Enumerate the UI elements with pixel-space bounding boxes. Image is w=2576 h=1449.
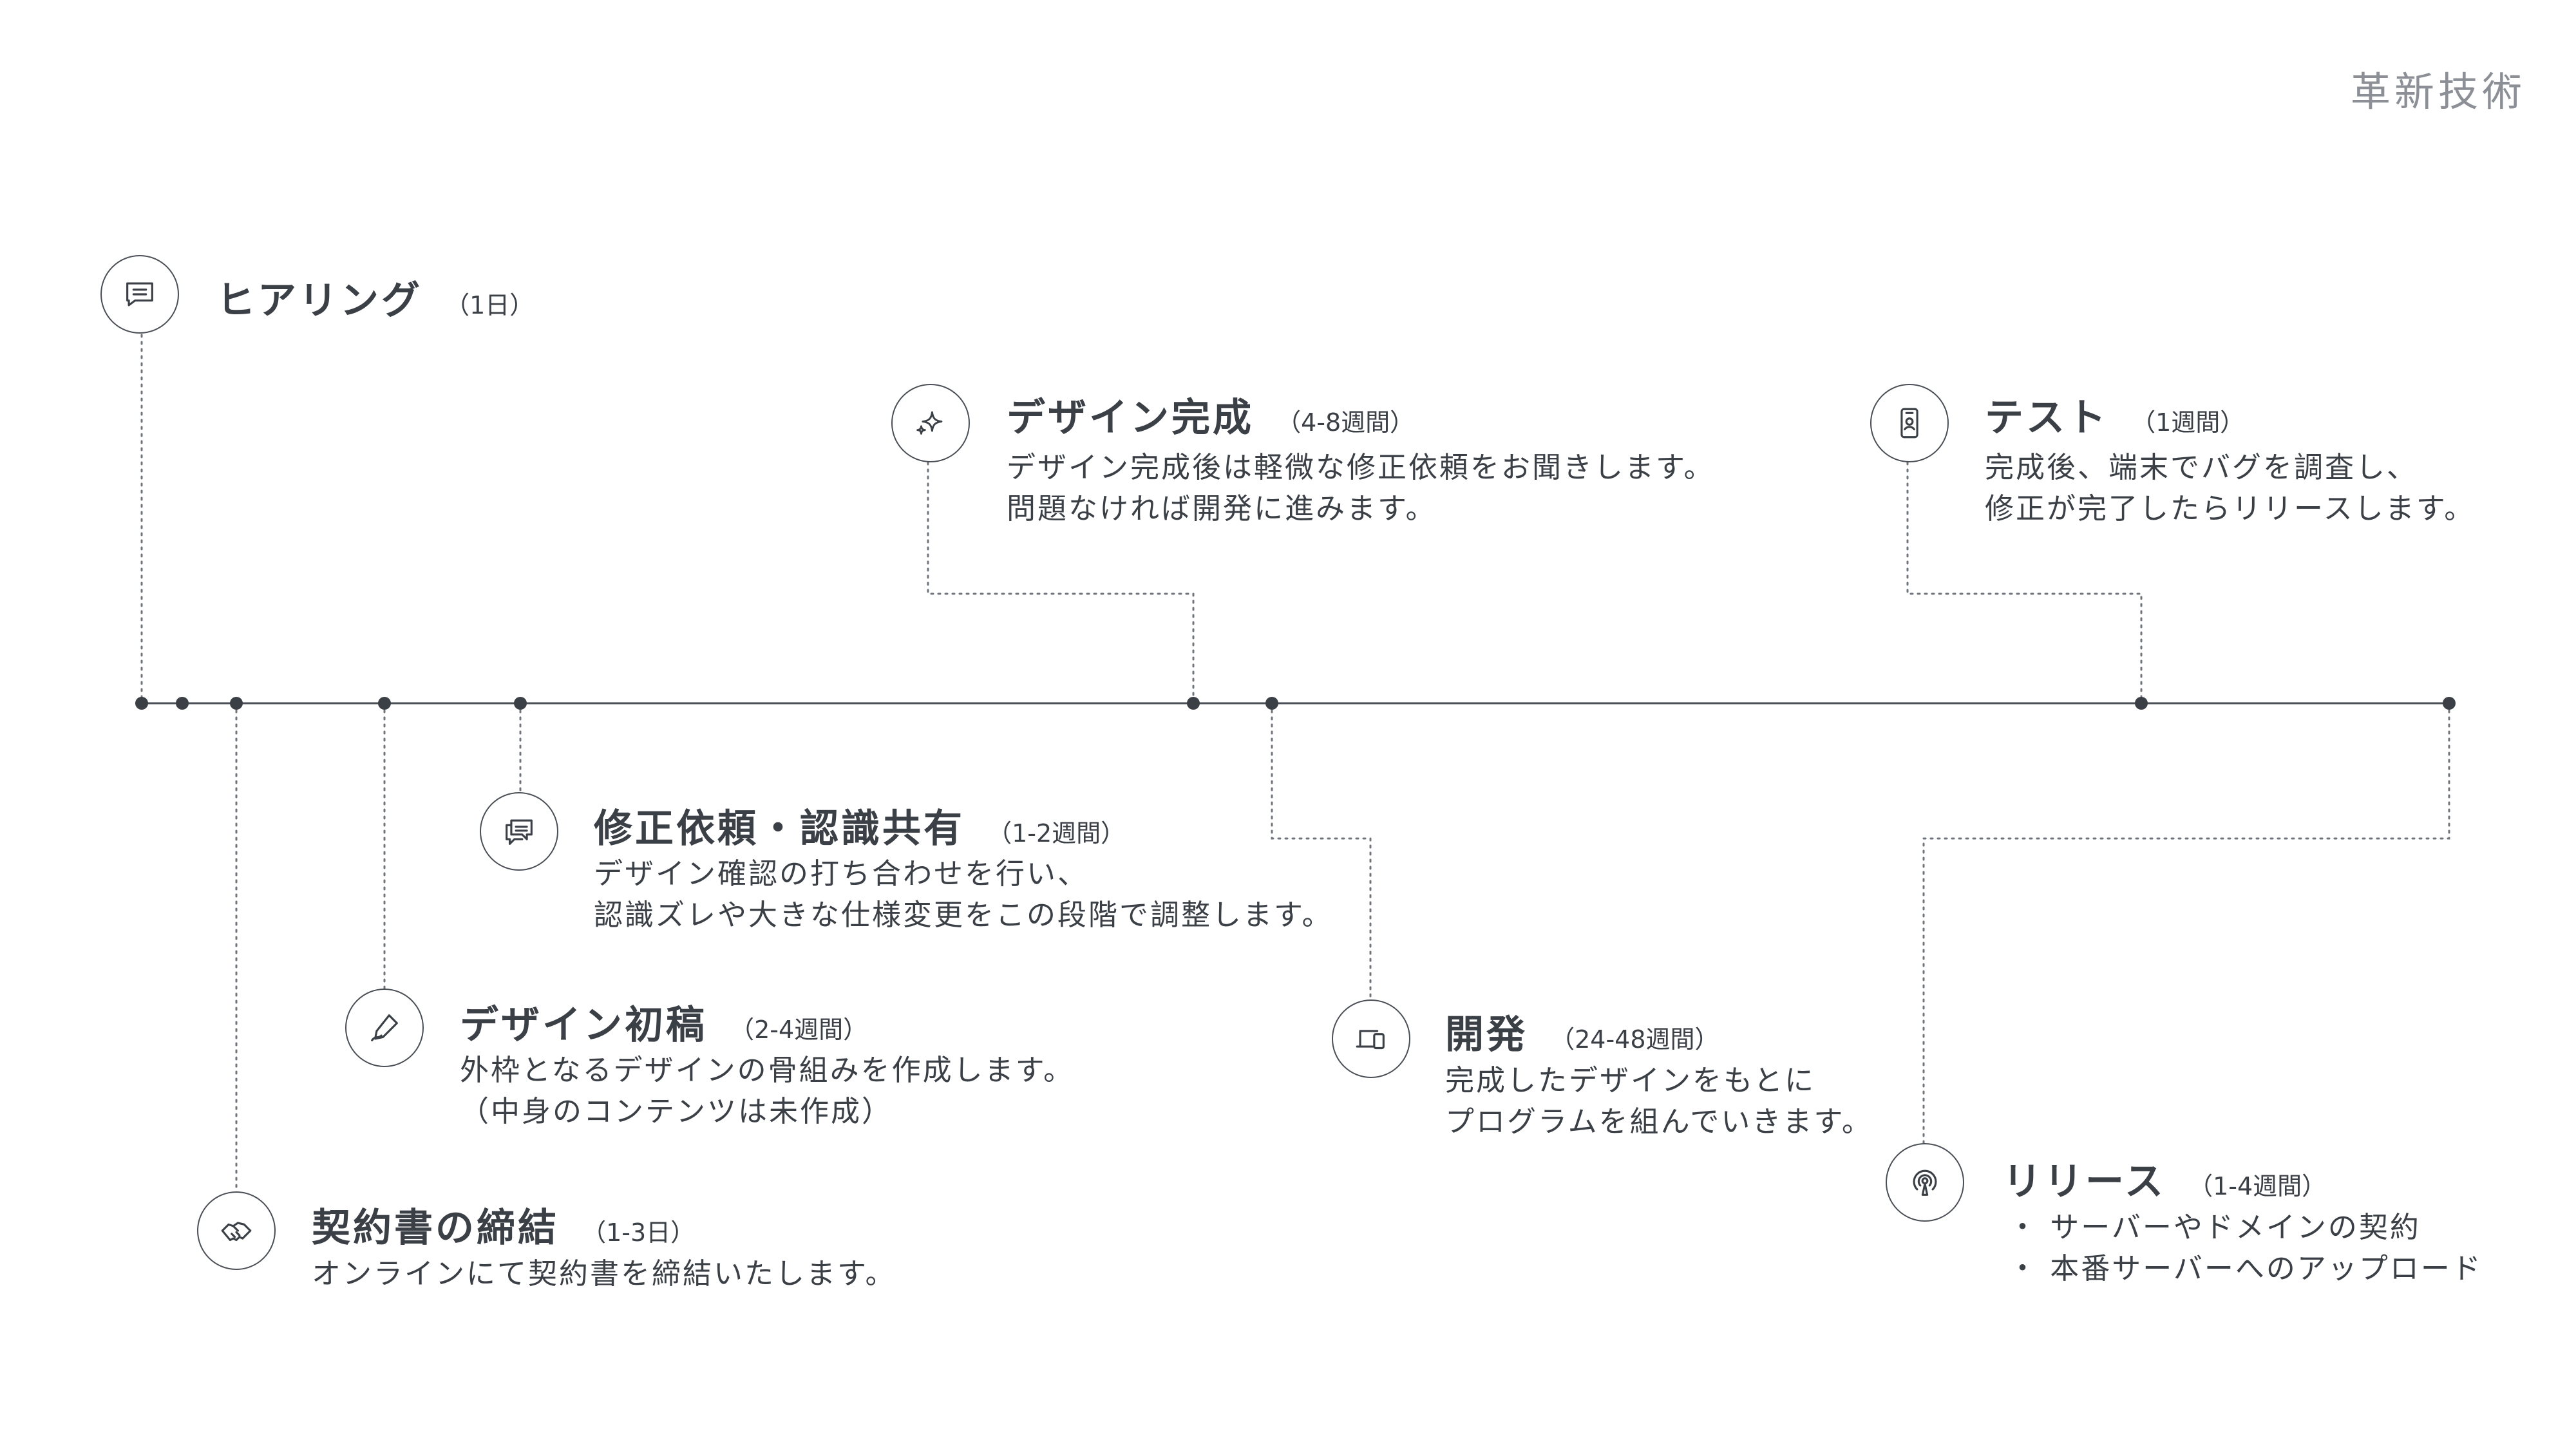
timeline-node: [514, 697, 527, 710]
step-description: デザイン確認の打ち合わせを行い、 認識ズレや大きな仕様変更をこの段階で調整します…: [594, 853, 1333, 936]
timeline-node: [176, 697, 189, 710]
step-description: 完成後、端末でバグを調査し、 修正が完了したらリリースします。: [1985, 447, 2475, 529]
connector-line: [1922, 702, 2450, 1144]
devices-icon[interactable]: [1332, 999, 1410, 1078]
step-description: 外枠となるデザインの骨組みを作成します。 （中身のコンテンツは未作成）: [460, 1050, 1074, 1132]
step-duration: （1日）: [445, 291, 535, 319]
step-duration: （1-4週間）: [2188, 1172, 2327, 1200]
step-title: デザイン初稿: [460, 1003, 707, 1048]
sparkle-icon[interactable]: [891, 384, 970, 462]
step-title: テスト: [1985, 395, 2108, 440]
broadcast-icon[interactable]: [1886, 1143, 1964, 1222]
pen-icon[interactable]: [345, 989, 424, 1067]
timeline-node: [230, 697, 243, 710]
timeline-node: [1187, 697, 1200, 710]
connector-line: [1906, 461, 2143, 705]
timeline-node: [1265, 697, 1278, 710]
step-duration: （1週間）: [2131, 408, 2245, 437]
smartphone-icon[interactable]: [1870, 384, 1949, 462]
description-line: 完成後、端末でバグを調査し、: [1985, 450, 2418, 484]
timeline-node: [2135, 697, 2148, 710]
description-line: 認識ズレや大きな仕様変更をこの段階で調整します。: [594, 898, 1333, 932]
timeline-node: [135, 697, 148, 710]
description-line: ・ 本番サーバーへのアップロード: [2008, 1251, 2483, 1285]
step-duration: （4-8週間）: [1276, 408, 1415, 437]
step-description: 完成したデザインをもとに プログラムを組んでいきます。: [1445, 1060, 1873, 1142]
description-line: 完成したデザインをもとに: [1445, 1063, 1816, 1097]
step-title: 契約書の締結: [312, 1206, 559, 1251]
step-duration: （1-2週間）: [987, 819, 1126, 848]
timeline-nodes: [135, 697, 2456, 710]
timeline-node: [378, 697, 391, 710]
step-title: 修正依頼・認識共有: [594, 806, 965, 851]
description-line: （中身のコンテンツは未作成）: [460, 1094, 893, 1128]
step-description: オンラインにて契約書を締結いたします。: [312, 1253, 896, 1294]
step-duration: （1-3日）: [582, 1218, 696, 1247]
timeline-connectors: [140, 334, 2450, 1193]
timeline-node: [2443, 697, 2456, 710]
step-duration: （24-48週間）: [1550, 1025, 1719, 1054]
description-line: 問題なければ開発に進みます。: [1007, 491, 1437, 526]
step-title: 開発: [1445, 1012, 1528, 1057]
step-description: デザイン完成後は軽微な修正依頼をお聞きします。 問題なければ開発に進みます。: [1007, 447, 1715, 529]
description-line: デザイン完成後は軽微な修正依頼をお聞きします。: [1007, 450, 1715, 484]
step-title: デザイン完成: [1007, 395, 1254, 440]
description-line: ・ サーバーやドメインの契約: [2008, 1210, 2421, 1244]
step-description: ・ サーバーやドメインの契約 ・ 本番サーバーへのアップロード: [2008, 1207, 2483, 1289]
step-title: リリース: [2003, 1159, 2166, 1204]
connector-line: [1271, 702, 1372, 1001]
description-line: プログラムを組んでいきます。: [1445, 1104, 1873, 1139]
step-duration: （2-4週間）: [730, 1016, 868, 1044]
description-line: オンラインにて契約書を締結いたします。: [312, 1256, 896, 1291]
handshake-icon[interactable]: [197, 1191, 276, 1270]
description-line: 修正が完了したらリリースします。: [1985, 491, 2476, 526]
description-line: デザイン確認の打ち合わせを行い、: [594, 857, 1089, 891]
brand-logo: 革新技術: [2350, 68, 2526, 115]
chat-message-icon[interactable]: [100, 255, 179, 334]
chat-bubbles-icon[interactable]: [480, 792, 558, 871]
description-line: 外枠となるデザインの骨組みを作成します。: [460, 1053, 1075, 1087]
connector-line: [927, 461, 1195, 705]
step-title: ヒアリング: [216, 278, 422, 323]
